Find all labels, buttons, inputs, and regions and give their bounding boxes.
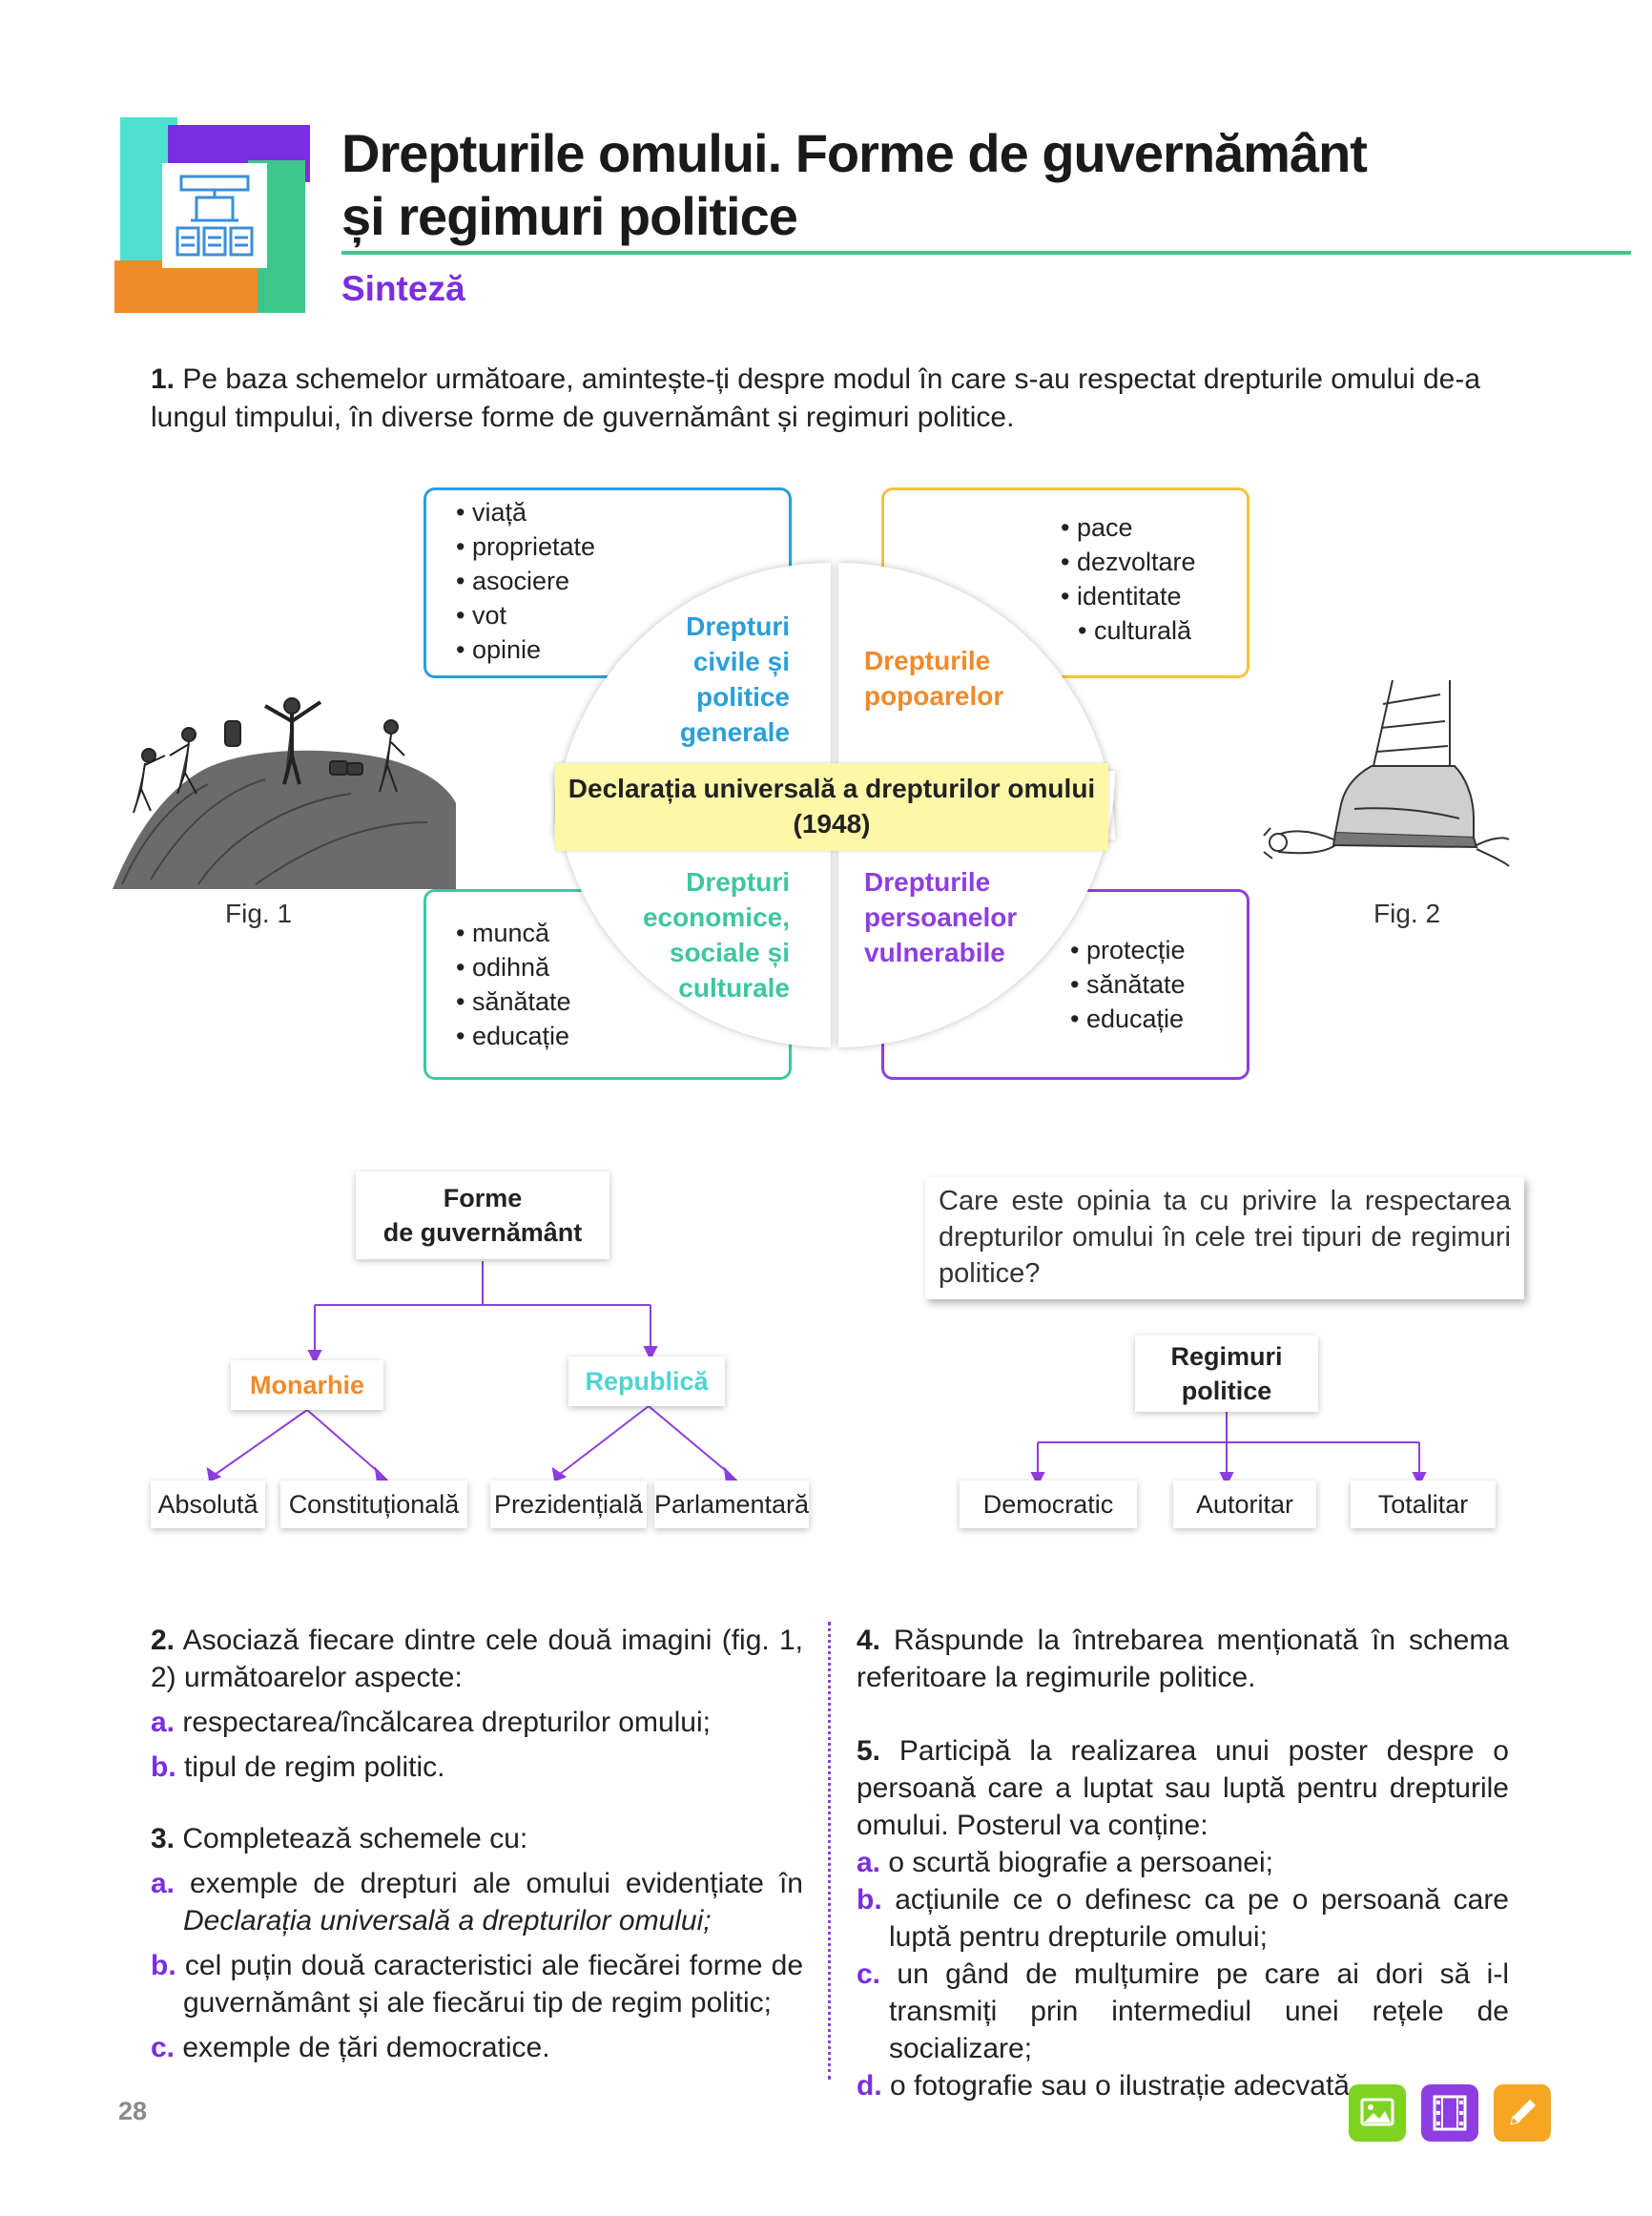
image-icon[interactable] [1349,2084,1406,2142]
item-label: a. [857,1847,880,1878]
root-line: de guvernământ [383,1215,583,1250]
exercise-2-text: Asociază fiecare dintre cele două imagin… [151,1625,803,1693]
item-label: b. [857,1884,882,1916]
root-line: Regimuri [1170,1339,1282,1374]
exercise-3-text: Completează schemele cu: [182,1823,527,1854]
column-divider [828,1622,831,2080]
exercise-3: 3. Completează schemele cu: a. exemple d… [151,1820,803,2066]
exercise-4-text: Răspunde la întrebarea menționată în sch… [857,1625,1509,1693]
root-line: politice [1170,1374,1282,1408]
exercise-5-number: 5. [857,1735,880,1767]
exercise-2-item-b: b. tipul de regim politic. [151,1749,803,1786]
exercise-2-number: 2. [151,1625,175,1656]
exercise-5-item-b: b. acțiunile ce o definesc ca pe o perso… [857,1881,1509,1956]
root-line: Forme [383,1181,583,1215]
exercise-4: 4. Răspunde la întrebarea menționată în … [857,1622,1509,1696]
item-text: un gând de mulțumire pe care ai dori să … [889,1958,1509,2064]
monarchy-node: Monarhie [231,1360,383,1410]
exercise-3-item-b: b. cel puțin două caracteristici ale fie… [151,1947,803,2021]
regime-democratic-node: Democratic [960,1481,1137,1528]
page-number: 28 [118,2097,147,2126]
item-text: exemple de drepturi ale omului evidenția… [190,1868,803,1899]
exercise-5-text: Participă la realizarea unui poster desp… [857,1735,1509,1841]
item-text: o scurtă biografie a persoanei; [888,1847,1273,1878]
exercise-5-item-c: c. un gând de mulțumire pe care ai dori … [857,1956,1509,2067]
exercise-2: 2. Asociază fiecare dintre cele două ima… [151,1622,803,1786]
pencil-icon[interactable] [1494,2084,1551,2142]
absolute-monarchy-node: Absolută [151,1481,265,1528]
item-label: b. [151,1751,176,1783]
exercise-3-item-a: a. exemple de drepturi ale omului eviden… [151,1865,803,1939]
regimes-root: Regimuri politice [1135,1336,1318,1412]
item-text: acțiunile ce o definesc ca pe o persoană… [889,1884,1509,1953]
republic-node: Republică [568,1357,725,1406]
film-icon[interactable] [1421,2084,1478,2142]
item-text: o fotografie sau o ilustrație adecvată. [890,2070,1357,2102]
exercise-3-item-c: c. exemple de țări democratice. [151,2029,803,2066]
item-label: c. [151,2032,175,2063]
regime-authoritarian-node: Autoritar [1173,1481,1316,1528]
item-text: exemple de țări democratice. [182,2032,549,2063]
exercise-5: 5. Participă la realizarea unui poster d… [857,1732,1509,2104]
item-text: cel puțin două caracteristici ale fiecăr… [183,1950,803,2019]
exercise-5-item-d: d. o fotografie sau o ilustrație adecvat… [857,2067,1509,2104]
exercise-4-number: 4. [857,1625,880,1656]
item-text: tipul de regim politic. [184,1751,444,1783]
exercise-3-number: 3. [151,1823,175,1854]
item-text: respectarea/încălcarea drepturilor omulu… [182,1707,711,1738]
exercise-2-item-a: a. respectarea/încălcarea drepturilor om… [151,1704,803,1741]
item-label: d. [857,2070,882,2102]
item-text-italic: Declarația universală a drepturilor omul… [183,1905,712,1936]
item-label: a. [151,1868,175,1899]
exercise-5-item-a: a. o scurtă biografie a persoanei; [857,1844,1509,1881]
government-forms-root: Forme de guvernământ [356,1171,609,1259]
presidential-republic-node: Prezidențială [490,1481,647,1528]
constitutional-monarchy-node: Constituțională [280,1481,467,1528]
item-label: a. [151,1707,175,1738]
item-label: b. [151,1950,176,1981]
regime-totalitarian-node: Totalitar [1351,1481,1496,1528]
regimes-question-box: Care este opinia ta cu privire la respec… [925,1177,1524,1299]
parliamentary-republic-node: Parlamentară [654,1481,809,1528]
item-label: c. [857,1958,880,1990]
